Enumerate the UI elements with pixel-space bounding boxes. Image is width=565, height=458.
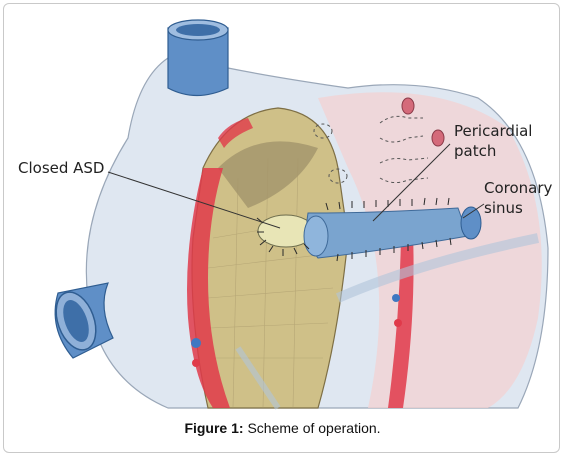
label-pericardial-line2: patch [454, 142, 497, 160]
pink-shading [318, 92, 542, 409]
leader-lines [107, 143, 485, 229]
figure-frame: Closed ASD Pericardial patch Coronary si… [3, 3, 560, 453]
pulmonary-vein-outlines [313, 115, 429, 184]
figure-caption: Figure 1: Scheme of operation. [0, 420, 565, 436]
label-pericardial-line1: Pericardial [454, 122, 533, 140]
superior-vena-cava [167, 27, 229, 97]
left-wall-muscle [187, 168, 230, 408]
label-coronary-line1: Coronary [484, 179, 553, 197]
caption-text: Scheme of operation. [243, 420, 381, 436]
vessel-stub-upper [401, 97, 415, 115]
label-coronary-line2: sinus [484, 199, 523, 217]
caption-prefix: Figure 1: [184, 420, 244, 436]
coronary-groove [335, 233, 540, 303]
coronary-sinus-orifice [460, 206, 482, 240]
label-closed-asd: Closed ASD [18, 159, 105, 177]
heart-operation-illustration [54, 19, 549, 410]
vessel-stub-lower [431, 129, 445, 147]
suture-stitches [256, 197, 452, 262]
